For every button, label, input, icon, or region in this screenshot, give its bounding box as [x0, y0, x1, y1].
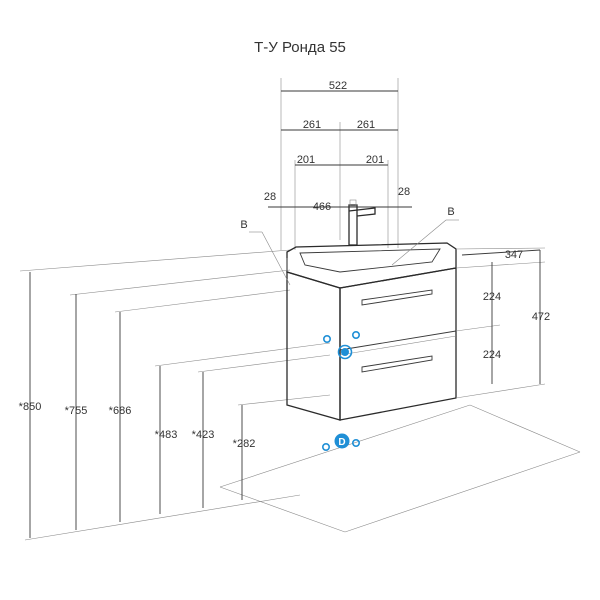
connection-markers: D	[321, 330, 360, 451]
connection-point	[351, 330, 360, 339]
connection-point	[322, 334, 331, 343]
dim-drawer-top: 224	[483, 291, 501, 303]
label-b-right: B	[447, 206, 454, 218]
wall-extension-lines	[19, 249, 331, 541]
top-dimensions: 522 261 261 201 201 28 466 28	[264, 78, 412, 250]
drain-marker-core	[341, 348, 349, 356]
dim-h423: *423	[192, 429, 215, 441]
connection-point	[351, 438, 360, 447]
label-d: D	[338, 437, 345, 448]
dim-offset-left: 201	[297, 154, 315, 166]
floor-plane	[219, 404, 581, 533]
drain-marker	[337, 344, 353, 360]
dim-depth: 347	[505, 249, 523, 261]
height-dimensions: *850 *755 *686 *483 *423 *282	[19, 272, 256, 538]
dim-edge-right: 28	[398, 186, 410, 198]
sink-basin	[286, 199, 457, 289]
dim-inner-width: 466	[313, 201, 331, 213]
dim-half-left: 261	[303, 119, 321, 131]
dim-h850: *850	[19, 401, 42, 413]
dim-offset-right: 201	[366, 154, 384, 166]
dim-h483: *483	[155, 429, 178, 441]
dim-h755: *755	[65, 405, 88, 417]
dim-half-right: 261	[357, 119, 375, 131]
connection-point	[321, 442, 330, 451]
dim-width-total: 522	[329, 80, 347, 92]
dim-edge-left: 28	[264, 191, 276, 203]
dim-h282: *282	[233, 438, 256, 450]
right-dimensions: 347 224 224 472	[455, 247, 550, 399]
leader-labels: B B	[240, 206, 459, 286]
label-b-left: B	[240, 219, 247, 231]
dim-drawer-bottom: 224	[483, 349, 501, 361]
dim-body-height: 472	[532, 311, 550, 323]
dim-h686: *686	[109, 405, 132, 417]
drawing-title: Т-У Ронда 55	[254, 39, 346, 56]
d-marker	[334, 433, 350, 449]
